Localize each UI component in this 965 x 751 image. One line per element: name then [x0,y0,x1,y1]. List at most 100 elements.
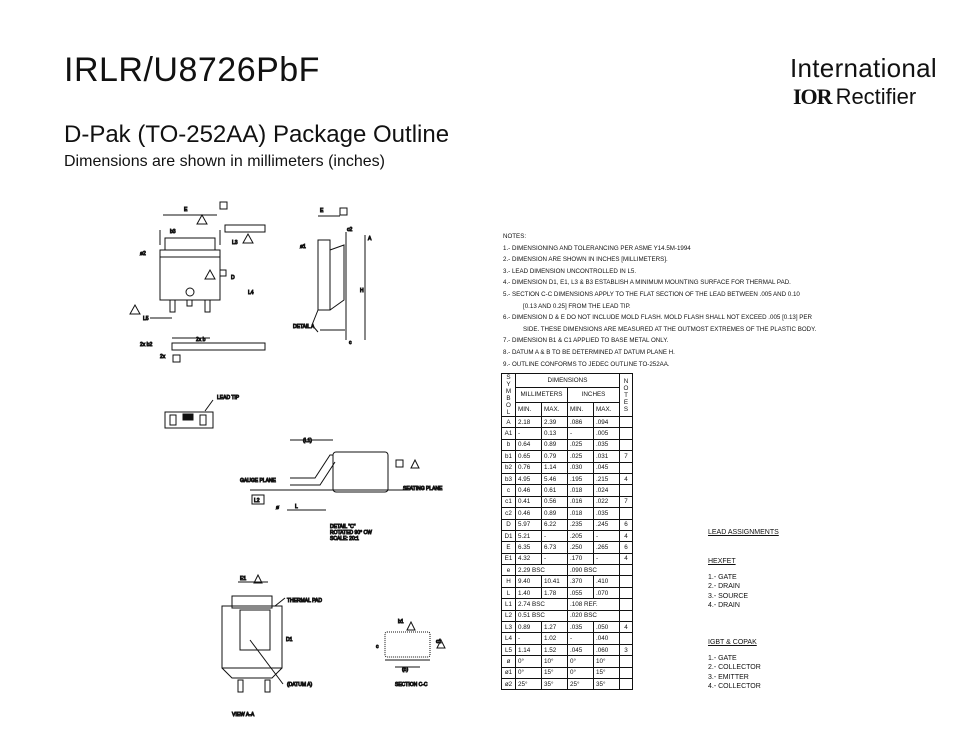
label-d1: D1 [286,637,293,643]
dimension-cell: .094 [593,415,620,429]
dimension-cell [619,484,633,497]
dimension-cell: 6 [619,518,633,531]
dimension-cell: L2 [501,609,516,623]
dimension-cell: .035 [593,507,620,520]
dimension-cell: .018 [567,507,594,520]
dimension-cell [619,632,633,645]
dimension-cell: 10.41 [541,575,568,588]
hexfet-lead: 4.- DRAIN [708,602,740,609]
dimension-cell: .035 [567,621,594,634]
brand-name-line2: Rectifier [835,84,917,109]
min-header: MIN. [515,401,542,418]
lead-assignments-title: LEAD ASSIGNMENTS [708,528,779,538]
label-theta1: ø1 [300,244,306,250]
dimension-cell: - [515,427,542,440]
dimension-cell: 10° [541,655,568,668]
dimension-cell: .050 [593,621,620,634]
label-theta: ø [276,505,279,511]
dimension-cell: .031 [593,450,620,463]
hexfet-lead: 1.- GATE [708,573,737,581]
label-c: c [349,340,352,346]
dimension-cell: - [567,632,594,645]
label-e1: E1 [240,576,246,582]
notes-heading: NOTES: [503,233,527,240]
dimension-cell: 0° [515,666,542,680]
dimension-cell: 6.73 [541,541,568,554]
dimension-cell [619,598,633,611]
dimension-cell: E1 [501,552,516,566]
dimension-cell: 6 [619,541,633,554]
label-c-section: c [376,644,379,650]
dimension-cell: 1.14 [515,643,542,657]
max-header: MAX. [541,401,568,418]
dimension-cell: .030 [567,461,594,474]
label-e: E [184,207,188,213]
dimension-cell: .016 [567,495,594,509]
inches-header: INCHES [567,387,620,403]
label-view-aa: VIEW A-A [232,712,255,718]
dimension-cell: 1.02 [541,632,568,645]
igbt-lead: 2.- COLLECTOR [708,664,761,671]
dimension-cell: .170 [567,552,594,566]
dimension-cell: - [567,427,594,440]
dimension-cell: 0.89 [541,507,568,520]
label-scale: SCALE: 20:1 [330,536,359,542]
label-2x-b2: 2x b2 [140,342,152,348]
dimension-cell: 4 [619,552,633,566]
dimension-cell: D1 [501,529,516,543]
dimension-cell: 15° [593,666,620,680]
dimension-cell: 3 [619,643,633,657]
dimension-cell: .215 [593,472,620,486]
dimension-cell: 5.21 [515,529,542,543]
dimension-cell: 0° [515,655,542,668]
dimension-cell: 4 [619,472,633,486]
dimension-cell: - [515,632,542,645]
label-d: D [231,275,235,281]
ior-logo: IOR [793,84,833,109]
igbt-lead: 4.- COLLECTOR [708,683,761,690]
label-c2: c2 [347,227,353,233]
dimension-cell: 0.65 [515,450,542,463]
dimension-cell: 7 [619,495,633,509]
label-2x-b: 2x b [196,337,206,343]
label-datum-a: (DATUM A) [287,682,313,688]
dimension-cell: b3 [501,472,516,486]
dimension-cell: - [593,529,620,543]
dimension-cell: .025 [567,450,594,463]
min-header: MIN. [567,401,594,418]
dimension-cell [619,609,633,623]
dimension-cell: .108 REF. [567,598,620,611]
dimension-cell: D [501,518,516,531]
dimensions-note: Dimensions are shown in millimeters (inc… [64,153,385,170]
note-item: SIDE. THESE DIMENSIONS ARE MEASURED AT T… [523,325,817,333]
dimension-cell: L3 [501,621,516,634]
dimension-cell [619,666,633,680]
dimension-cell: .205 [567,529,594,543]
label-l1: (L1) [303,438,312,444]
dimension-cell: 35° [541,677,568,691]
dimension-cell [619,415,633,429]
label-h: H [360,288,364,294]
dimension-cell [619,461,633,474]
dimension-cell: - [593,552,620,566]
dimension-cell: L [501,586,516,600]
dimension-cell: 4 [619,621,633,634]
dimension-cell: e [501,564,516,577]
dimension-cell: 7 [619,450,633,463]
dimension-cell: 0.13 [541,427,568,440]
dimension-cell: 0.46 [515,507,542,520]
dimension-cell: .040 [593,632,620,645]
label-b-paren: (b) [402,667,408,673]
dimension-cell: c2 [501,507,516,520]
note-item: 4.- DIMENSION D1, E1, L3 & b3 ESTABLISH … [503,279,791,287]
dimension-cell: .070 [593,586,620,600]
section-cc-drawing [384,620,446,668]
